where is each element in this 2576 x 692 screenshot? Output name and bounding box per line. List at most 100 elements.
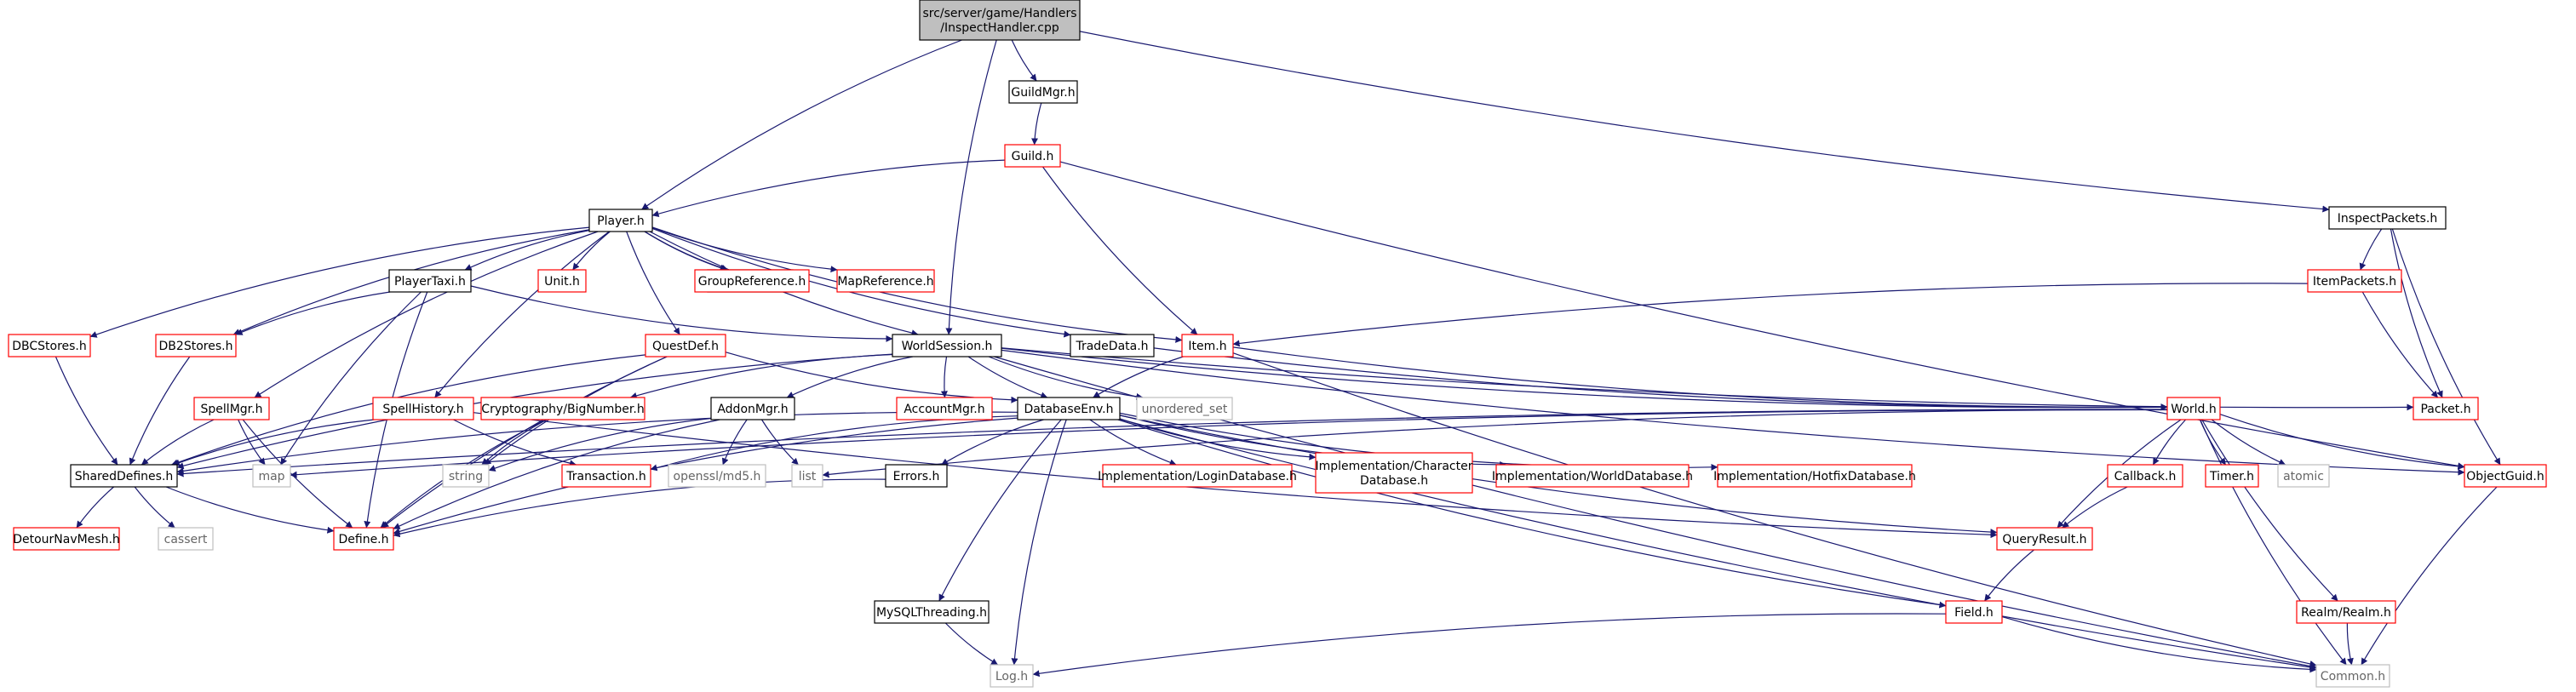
- node-logindb[interactable]: Implementation/LoginDatabase.h: [1098, 464, 1297, 488]
- node-box[interactable]: [896, 397, 993, 420]
- node-box[interactable]: [193, 397, 270, 420]
- node-box[interactable]: [537, 269, 587, 293]
- node-box[interactable]: [70, 464, 178, 488]
- node-dbcstores[interactable]: DBCStores.h: [8, 334, 91, 357]
- node-spellmgr[interactable]: SpellMgr.h: [193, 397, 270, 420]
- node-box[interactable]: [1102, 464, 1293, 488]
- node-worlddb[interactable]: Implementation/WorldDatabase.h: [1492, 464, 1693, 488]
- node-hotfixdb[interactable]: Implementation/HotfixDatabase.h: [1713, 464, 1916, 488]
- edge-spellhistory-to-shareddefines: [172, 419, 375, 466]
- node-guild[interactable]: Guild.h: [1004, 144, 1061, 168]
- node-md5[interactable]: openssl/md5.h: [668, 464, 766, 488]
- node-box[interactable]: [1017, 397, 1121, 420]
- node-string[interactable]: string: [442, 464, 490, 488]
- node-box[interactable]: [1136, 397, 1233, 420]
- node-unordered_set[interactable]: unordered_set: [1136, 397, 1233, 420]
- node-box[interactable]: [885, 464, 948, 488]
- node-box[interactable]: [1008, 80, 1078, 104]
- node-timer[interactable]: Timer.h: [2205, 464, 2259, 488]
- node-box[interactable]: [1181, 334, 1234, 357]
- node-realm[interactable]: Realm/Realm.h: [2296, 600, 2396, 624]
- node-box[interactable]: [919, 0, 1081, 41]
- node-log[interactable]: Log.h: [990, 664, 1034, 688]
- node-root[interactable]: src/server/game/Handlers/InspectHandler.…: [919, 0, 1081, 41]
- node-item[interactable]: Item.h: [1181, 334, 1234, 357]
- node-itempackets[interactable]: ItemPackets.h: [2307, 269, 2402, 293]
- node-guildmgr[interactable]: GuildMgr.h: [1008, 80, 1078, 104]
- node-databaseenv[interactable]: DatabaseEnv.h: [1017, 397, 1121, 420]
- node-map[interactable]: map: [252, 464, 291, 488]
- node-box[interactable]: [1717, 464, 1913, 488]
- node-atomic[interactable]: atomic: [2277, 464, 2330, 488]
- node-objectguid[interactable]: ObjectGuid.h: [2464, 464, 2547, 488]
- node-box[interactable]: [694, 269, 810, 293]
- node-accountmgr[interactable]: AccountMgr.h: [896, 397, 993, 420]
- edge-spellmgr-to-shareddefines: [141, 419, 215, 466]
- node-box[interactable]: [388, 269, 472, 293]
- node-db2stores[interactable]: DB2Stores.h: [155, 334, 237, 357]
- node-detour[interactable]: DetourNavMesh.h: [13, 527, 120, 551]
- node-box[interactable]: [710, 397, 795, 420]
- node-box[interactable]: [2277, 464, 2330, 488]
- node-box[interactable]: [1070, 334, 1155, 357]
- node-box[interactable]: [2328, 206, 2447, 230]
- node-box[interactable]: [8, 334, 91, 357]
- node-queryresult[interactable]: QueryResult.h: [1996, 527, 2093, 551]
- node-box[interactable]: [588, 209, 653, 232]
- node-tradedata[interactable]: TradeData.h: [1070, 334, 1155, 357]
- node-box[interactable]: [2464, 464, 2547, 488]
- node-box[interactable]: [2107, 464, 2183, 488]
- node-playertaxi[interactable]: PlayerTaxi.h: [388, 269, 472, 293]
- node-box[interactable]: [442, 464, 490, 488]
- node-groupref[interactable]: GroupReference.h: [694, 269, 810, 293]
- node-box[interactable]: [791, 464, 823, 488]
- node-box[interactable]: [561, 464, 651, 488]
- node-box[interactable]: [990, 664, 1034, 688]
- node-questdef[interactable]: QuestDef.h: [645, 334, 726, 357]
- node-box[interactable]: [480, 397, 645, 420]
- node-callback[interactable]: Callback.h: [2107, 464, 2183, 488]
- node-box[interactable]: [668, 464, 766, 488]
- node-bignumber[interactable]: Cryptography/BigNumber.h: [480, 397, 645, 420]
- node-box[interactable]: [1004, 144, 1061, 168]
- node-shareddefines[interactable]: SharedDefines.h: [70, 464, 178, 488]
- node-define[interactable]: Define.h: [333, 527, 394, 551]
- node-box[interactable]: [645, 334, 726, 357]
- node-box[interactable]: [874, 600, 990, 624]
- node-box[interactable]: [13, 527, 120, 551]
- node-mapref[interactable]: MapReference.h: [836, 269, 935, 293]
- node-box[interactable]: [2205, 464, 2259, 488]
- node-box[interactable]: [2412, 397, 2479, 420]
- node-box[interactable]: [372, 397, 474, 420]
- node-inspectpackets[interactable]: InspectPackets.h: [2328, 206, 2447, 230]
- node-box[interactable]: [158, 527, 214, 551]
- node-common[interactable]: Common.h: [2315, 664, 2390, 688]
- node-box[interactable]: [1945, 600, 2003, 624]
- node-box[interactable]: [252, 464, 291, 488]
- node-world[interactable]: World.h: [2166, 397, 2221, 420]
- node-errors[interactable]: Errors.h: [885, 464, 948, 488]
- node-cassert[interactable]: cassert: [158, 527, 214, 551]
- node-field[interactable]: Field.h: [1945, 600, 2003, 624]
- node-box[interactable]: [1495, 464, 1690, 488]
- node-worldsession[interactable]: WorldSession.h: [892, 334, 1002, 357]
- node-packet[interactable]: Packet.h: [2412, 397, 2479, 420]
- node-box[interactable]: [2166, 397, 2221, 420]
- node-addonmgr[interactable]: AddonMgr.h: [710, 397, 795, 420]
- node-box[interactable]: [2315, 664, 2390, 688]
- node-mysqlthreading[interactable]: MySQLThreading.h: [874, 600, 990, 624]
- node-box[interactable]: [892, 334, 1002, 357]
- node-box[interactable]: [333, 527, 394, 551]
- node-unit[interactable]: Unit.h: [537, 269, 587, 293]
- node-player[interactable]: Player.h: [588, 209, 653, 232]
- node-box[interactable]: [2307, 269, 2402, 293]
- node-box[interactable]: [155, 334, 237, 357]
- node-box[interactable]: [1315, 452, 1473, 494]
- node-list[interactable]: list: [791, 464, 823, 488]
- node-spellhistory[interactable]: SpellHistory.h: [372, 397, 474, 420]
- node-box[interactable]: [836, 269, 935, 293]
- node-transaction[interactable]: Transaction.h: [561, 464, 651, 488]
- node-box[interactable]: [1996, 527, 2093, 551]
- node-box[interactable]: [2296, 600, 2396, 624]
